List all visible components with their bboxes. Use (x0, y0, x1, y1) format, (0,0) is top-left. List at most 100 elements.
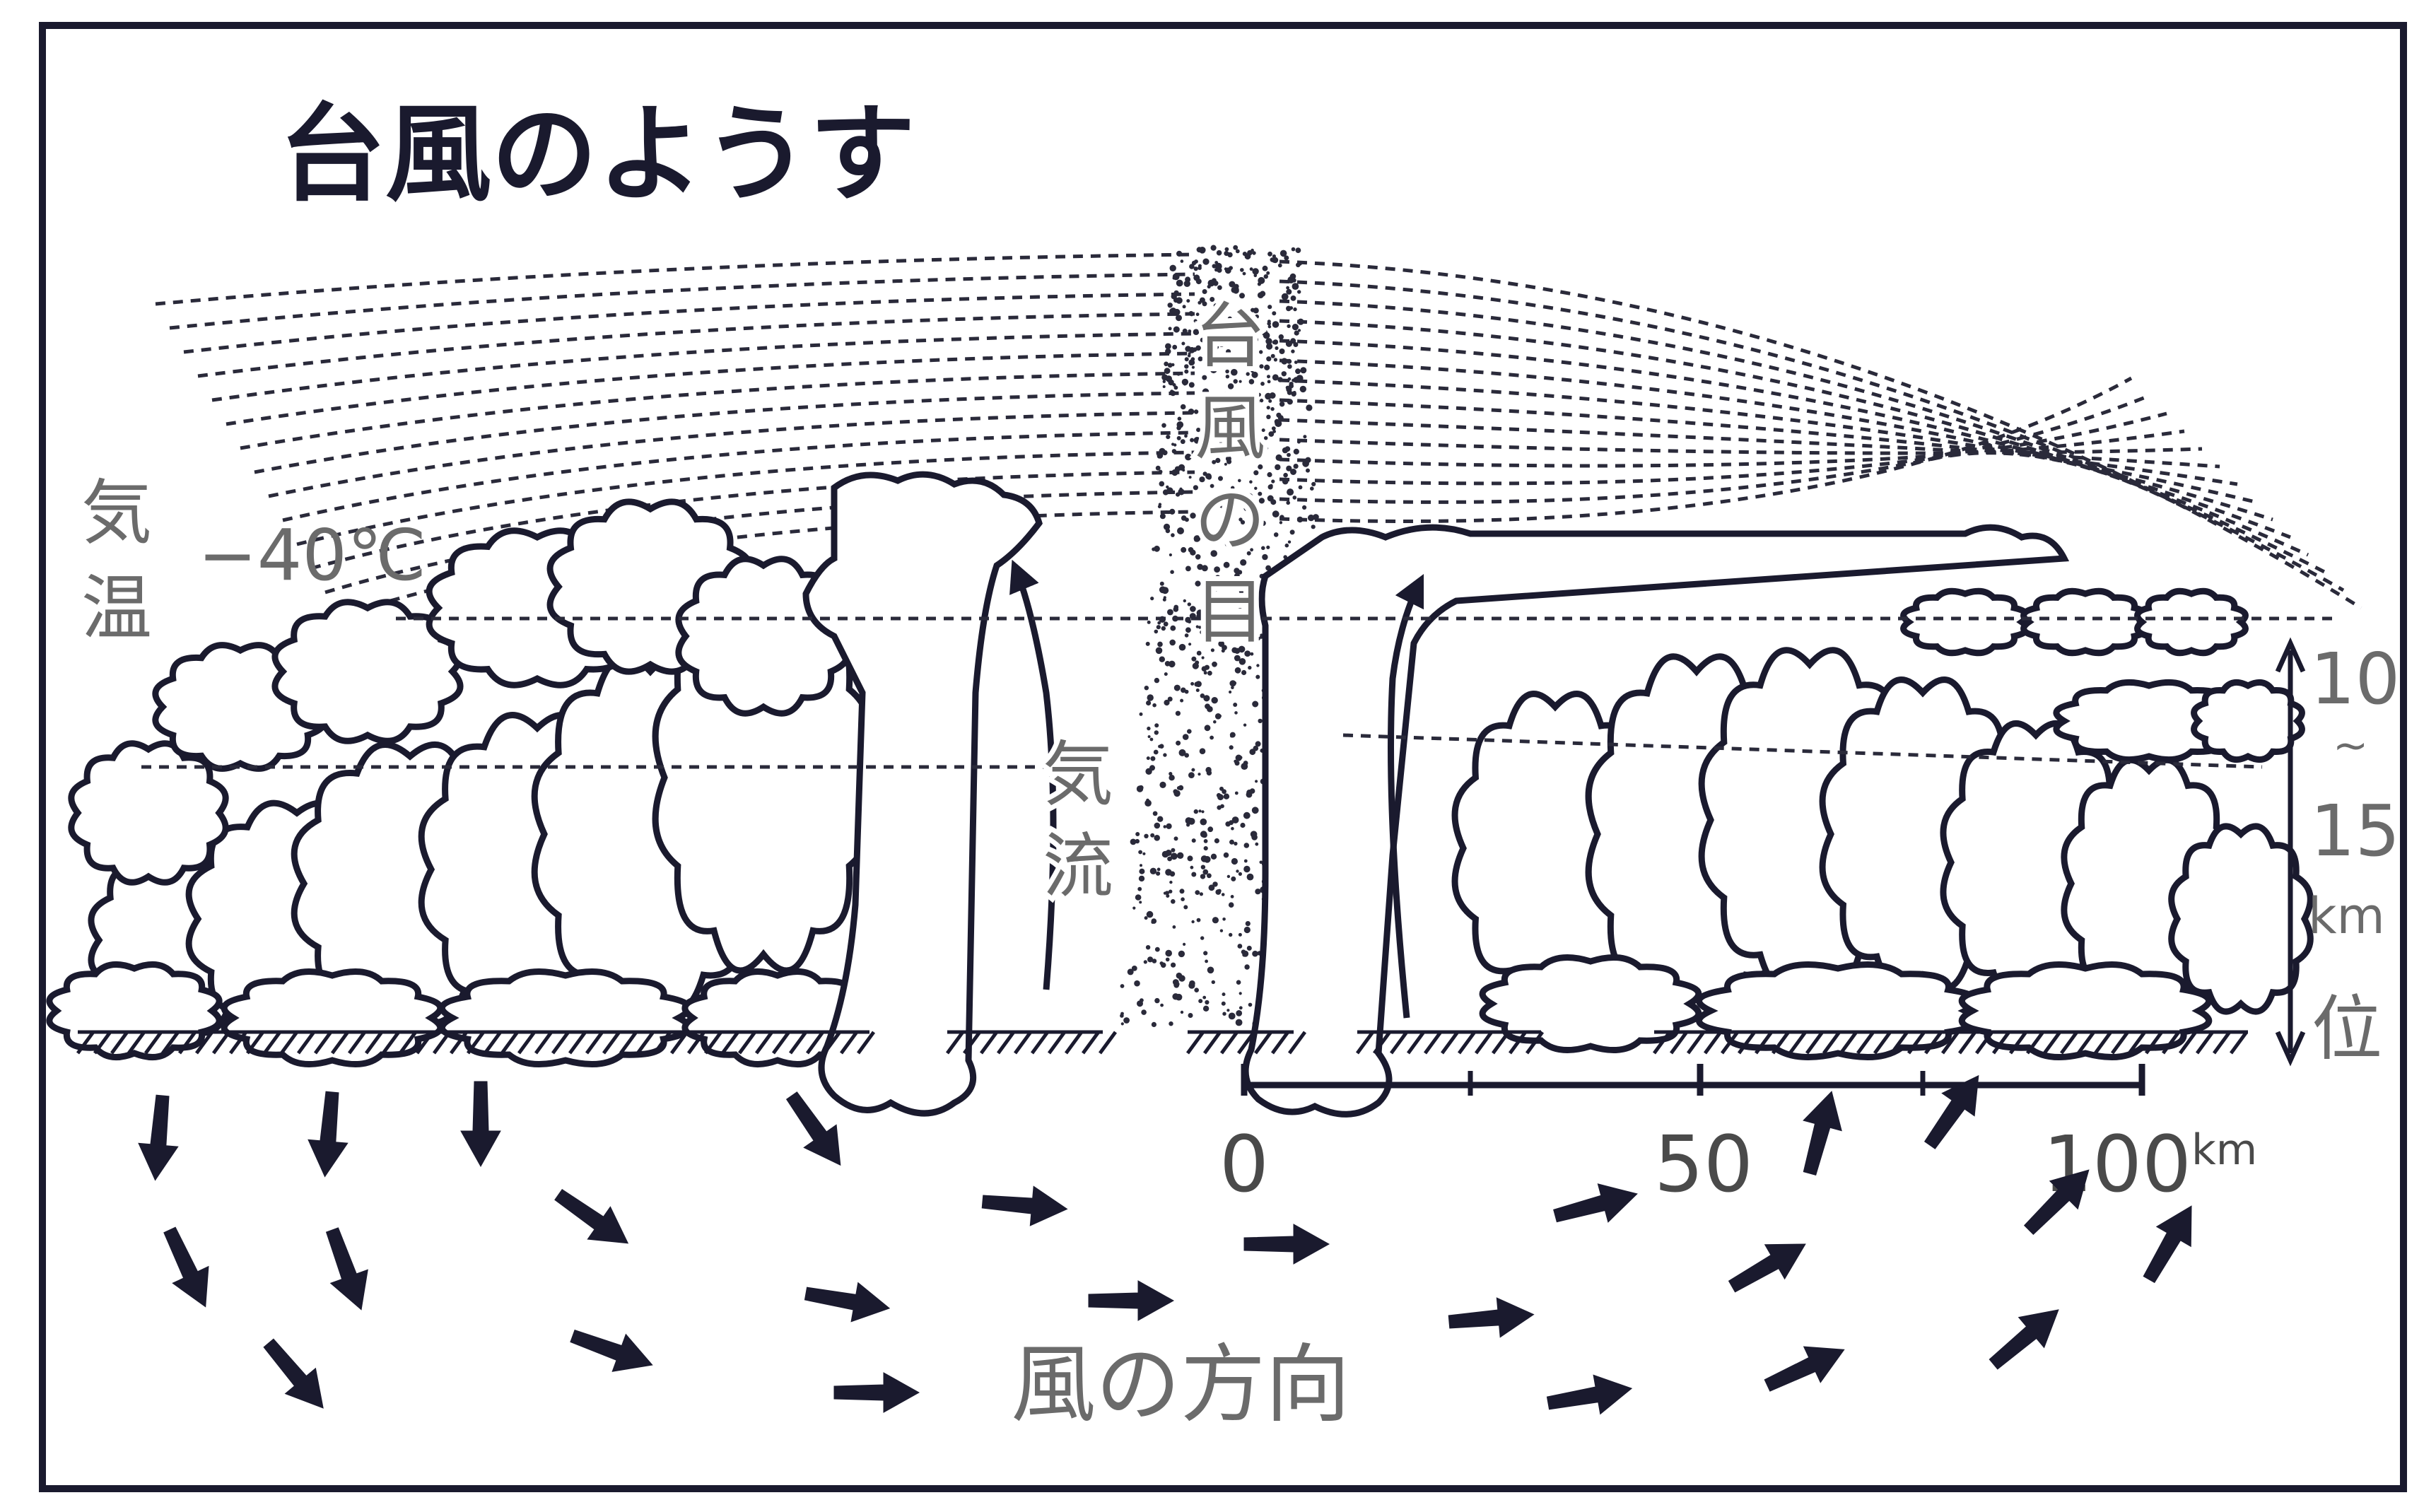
stipple-dot (1202, 1005, 1210, 1012)
height-label-part: 10 (2310, 638, 2400, 720)
stipple-dot (1229, 690, 1232, 694)
stipple-dot (1237, 944, 1243, 949)
stipple-dot (1232, 585, 1238, 590)
wind-arrow (1243, 1224, 1330, 1265)
stipple-dot (1184, 753, 1189, 758)
stipple-dot (1184, 364, 1189, 369)
stipple-dot (1175, 993, 1183, 1001)
ground-hatch (449, 1031, 469, 1055)
ground-hatch (194, 1031, 214, 1055)
ground-hatch (1652, 1031, 1672, 1055)
stipple-dot (1229, 281, 1236, 288)
stipple-dot (1145, 641, 1150, 646)
stipple-dot (1233, 352, 1237, 357)
stipple-dot (1275, 346, 1279, 351)
stipple-dot (1212, 459, 1217, 464)
stipple-dot (1253, 336, 1258, 343)
stipple-dot (1287, 364, 1292, 369)
stipple-dot (1272, 374, 1279, 381)
stipple-dot (1255, 780, 1258, 783)
stipple-dot (1217, 285, 1222, 291)
stipple-dot (1150, 597, 1154, 601)
eye-label-char: 台 (1195, 295, 1265, 377)
ground-hatch (1389, 1031, 1409, 1055)
stipple-dot (1214, 626, 1219, 632)
stipple-dot (1239, 658, 1246, 665)
stipple-dot (1169, 508, 1176, 515)
wind-arrow (138, 1094, 179, 1181)
stipple-dot (1222, 992, 1226, 997)
ground-hatch (602, 1031, 621, 1055)
stipple-dot (1245, 335, 1253, 343)
stipple-dot (1164, 368, 1171, 375)
stipple-dot (1176, 982, 1180, 986)
stipple-dot (1225, 351, 1231, 357)
stipple-dot (1218, 714, 1222, 718)
stipple-dot (1187, 602, 1192, 606)
stipple-dot (1207, 474, 1212, 480)
stipple-dot (1159, 744, 1164, 749)
stipple-dot (1167, 856, 1172, 862)
stipple-dot (1134, 980, 1140, 987)
stipple-dot (1206, 770, 1212, 776)
stipple-dot (1178, 975, 1185, 982)
stipple-dot (1252, 701, 1259, 708)
eye-label-char: 風 (1195, 387, 1265, 469)
stipple-dot (1179, 487, 1183, 491)
stipple-dot (1139, 901, 1142, 904)
stipple-dot (1144, 799, 1152, 807)
wind-arrow (804, 1282, 891, 1323)
stipple-dot (1242, 271, 1246, 276)
stipple-dot (1202, 301, 1207, 307)
stipple-dot (1212, 917, 1219, 924)
stipple-dot (1202, 258, 1210, 265)
ground-hatch (996, 1031, 1016, 1055)
stipple-dot (1306, 404, 1313, 411)
ground-hatch (110, 1031, 129, 1055)
stipple-dot (1165, 949, 1172, 957)
stipple-dot (1225, 369, 1229, 374)
ground-hatch (1805, 1031, 1825, 1055)
height-label-part: ~ (2333, 721, 2368, 770)
stipple-dot (1219, 419, 1222, 423)
ground-hatch (1873, 1031, 1892, 1055)
stipple-dot (1232, 817, 1237, 821)
stipple-dot (1161, 626, 1166, 631)
stipple-dot (1295, 247, 1301, 253)
stipple-dot (1200, 874, 1206, 879)
stipple-dot (1169, 1021, 1173, 1026)
stipple-dot (1263, 332, 1270, 339)
stipple-dot (1157, 621, 1161, 625)
ground-hatch (500, 1031, 520, 1055)
ground-hatch (979, 1031, 999, 1055)
stipple-dot (1173, 836, 1178, 841)
stipple-dot (1251, 807, 1259, 814)
stipple-dot (1234, 711, 1238, 715)
stipple-dot (1272, 340, 1277, 345)
stipple-dot (1227, 316, 1232, 321)
stipple-dot (1195, 279, 1202, 285)
ground-hatch (1856, 1031, 1875, 1055)
stipple-dot (1222, 392, 1228, 397)
stipple-dot (1202, 471, 1207, 476)
stipple-dot (1277, 415, 1284, 421)
outflow-streamline (240, 371, 1195, 450)
stipple-dot (1246, 873, 1254, 881)
ground-hatch (1974, 1031, 1994, 1055)
cloud-puff (1695, 961, 1981, 1061)
stipple-dot (1140, 998, 1144, 1002)
stipple-dot (1120, 984, 1125, 988)
stipple-dot (1169, 660, 1176, 668)
stipple-dot (1261, 428, 1265, 433)
stipple-dot (1255, 674, 1260, 679)
stipple-dot (1224, 299, 1228, 303)
wind-arrow (1803, 1091, 1842, 1176)
stipple-dot (1194, 988, 1199, 992)
stipple-dot (1252, 268, 1259, 275)
ground-hatch (619, 1031, 638, 1055)
stipple-dot (1139, 712, 1143, 716)
stipple-dot (1231, 325, 1239, 332)
stipple-dot (1243, 505, 1249, 511)
cloud-puff (2053, 679, 2245, 763)
stipple-dot (1233, 703, 1238, 707)
